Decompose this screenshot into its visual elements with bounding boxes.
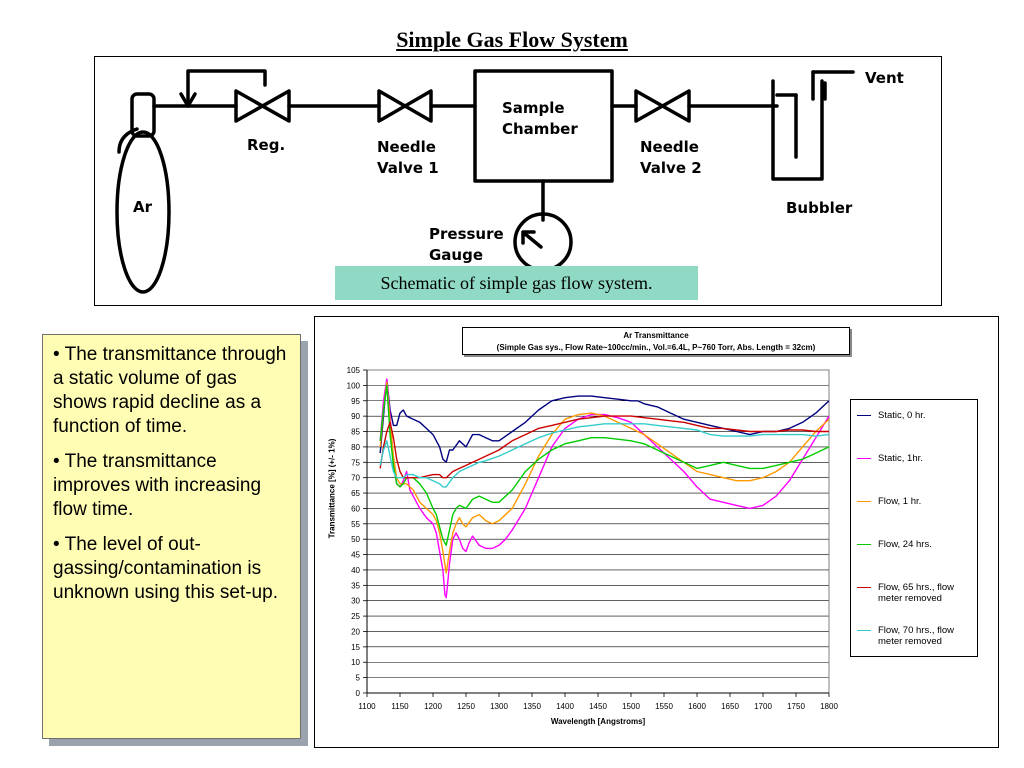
x-tick-label: 1600	[688, 702, 706, 711]
legend-label: Static, 0 hr.	[878, 410, 926, 421]
y-tick-label: 100	[347, 381, 361, 390]
legend-swatch	[857, 587, 871, 588]
x-tick-label: 1150	[391, 702, 409, 711]
label-pressure-gauge: Pressure Gauge	[429, 225, 504, 264]
x-tick-label: 1700	[754, 702, 772, 711]
x-tick-label: 1250	[457, 702, 475, 711]
legend-swatch	[857, 501, 871, 502]
label-needle-valve-2: Needle Valve 2	[640, 138, 702, 177]
y-tick-label: 20	[351, 627, 360, 636]
x-tick-label: 1550	[655, 702, 673, 711]
chart: 0 5 10 15 20 25 30 35 40 45 50 55 60 65 70 75 80 85 90 95 10…	[314, 316, 999, 748]
series-line-5	[379, 415, 829, 479]
regulator-valve	[234, 89, 291, 123]
x-tick-label: 1400	[556, 702, 574, 711]
bubbler	[771, 79, 824, 181]
notes-box: • The transmittance through a static vol…	[42, 334, 301, 739]
label-sample-chamber: Sample Chamber	[502, 99, 578, 138]
y-tick-label: 65	[351, 489, 360, 498]
y-tick-label: 0	[356, 689, 361, 698]
y-tick-label: 10	[351, 658, 360, 667]
legend-label: Flow, 65 hrs., flow meter removed	[878, 582, 955, 604]
label-vent: Vent	[865, 69, 904, 87]
series-line-2	[379, 378, 830, 599]
y-tick-label: 80	[351, 443, 360, 452]
cylinder-neck	[130, 92, 156, 138]
y-axis-label: Transmittance [%] (+/- 1%)	[327, 438, 337, 539]
x-tick-label: 1750	[787, 702, 805, 711]
needle-valve-1	[377, 89, 433, 123]
x-tick-label: 1350	[523, 702, 541, 711]
y-tick-label: 45	[351, 551, 360, 560]
series-line-1	[379, 378, 830, 463]
cylinder-shoulder	[117, 127, 139, 154]
x-tick-label: 1100	[358, 702, 376, 711]
chart-title: Ar Transmittance	[623, 331, 689, 340]
x-axis-label: Wavelength [Angstroms]	[550, 717, 646, 726]
x-tick-label: 1500	[622, 702, 640, 711]
x-tick-label: 1450	[589, 702, 607, 711]
legend-label: Static, 1hr.	[878, 453, 923, 464]
legend-swatch	[857, 458, 871, 459]
chart-plot: 0 5 10 15 20 25 30 35 40 45 50 55 60 65 70 75 80 85 90 95 10…	[347, 366, 839, 711]
needle-valve-2	[634, 89, 691, 123]
y-tick-label: 105	[347, 366, 361, 375]
y-tick-label: 75	[351, 458, 360, 467]
y-tick-label: 70	[351, 474, 360, 483]
y-tick-label: 40	[351, 566, 360, 575]
chart-title-box: Ar Transmittance (Simple Gas sys., Flow …	[462, 327, 850, 355]
y-tick-label: 85	[351, 428, 360, 437]
y-tick-label: 60	[351, 504, 360, 513]
legend-label: Flow, 1 hr.	[878, 496, 922, 507]
legend-label: Flow, 24 hrs.	[878, 539, 932, 550]
y-tick-label: 25	[351, 612, 360, 621]
x-tick-label: 1300	[490, 702, 508, 711]
x-tick-label: 1650	[721, 702, 739, 711]
schematic-caption: Schematic of simple gas flow system.	[335, 266, 698, 300]
label-reg: Reg.	[247, 136, 286, 154]
note-bullet-1: • The transmittance through a static vol…	[53, 344, 287, 437]
schematic-drawing	[115, 69, 855, 294]
note-bullet-2: • The transmittance improves with increa…	[53, 451, 262, 520]
label-bubbler: Bubbler	[786, 199, 853, 217]
legend-swatch	[857, 415, 871, 416]
series-line-4	[379, 384, 830, 546]
label-needle-valve-1: Needle Valve 1	[377, 138, 439, 177]
x-tick-label: 1200	[424, 702, 442, 711]
y-tick-label: 15	[351, 643, 360, 652]
label-ar: Ar	[133, 198, 153, 216]
series-line-6	[379, 423, 830, 488]
note-bullet-3: • The level of out-gassing/contamination…	[53, 534, 278, 603]
regulator-loop	[186, 69, 267, 107]
chart-legend: Static, 0 hr. Static, 1hr. Flow, 1 hr. F…	[850, 399, 978, 657]
ar-cylinder	[115, 130, 171, 294]
legend-label: Flow, 70 hrs., flow meter removed	[878, 625, 955, 647]
y-tick-label: 35	[351, 581, 360, 590]
y-tick-label: 5	[356, 674, 361, 683]
chart-subtitle: (Simple Gas sys., Flow Rate~100cc/min., …	[496, 343, 816, 352]
y-tick-label: 90	[351, 412, 360, 421]
y-tick-label: 55	[351, 520, 360, 529]
schematic-diagram: Ar Reg. Needle Valve 1 Sample Chamber Ne…	[94, 56, 942, 306]
series-line-3	[379, 381, 830, 574]
y-tick-label: 50	[351, 535, 360, 544]
y-tick-label: 30	[351, 597, 360, 606]
y-tick-label: 95	[351, 397, 360, 406]
x-tick-label: 1800	[820, 702, 838, 711]
legend-swatch	[857, 544, 871, 545]
legend-swatch	[857, 630, 871, 631]
page-title: Simple Gas Flow System	[396, 27, 628, 52]
